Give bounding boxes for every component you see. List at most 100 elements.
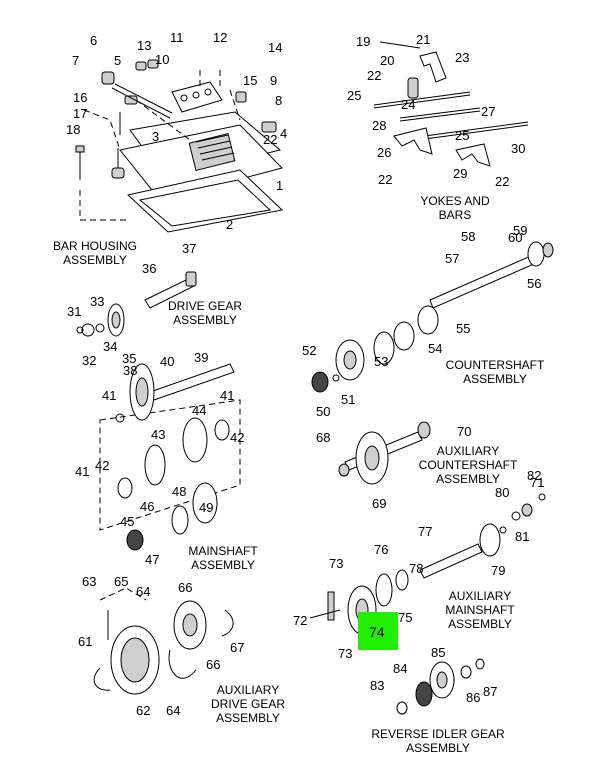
callout-61[interactable]: 61 (78, 634, 92, 649)
callout-57[interactable]: 57 (445, 251, 459, 266)
callout-27[interactable]: 27 (481, 104, 495, 119)
callout-33[interactable]: 33 (90, 294, 104, 309)
callout-36[interactable]: 36 (142, 261, 156, 276)
callout-35[interactable]: 35 (122, 351, 136, 366)
callout-64[interactable]: 64 (166, 703, 180, 718)
callout-56[interactable]: 56 (527, 276, 541, 291)
callout-41[interactable]: 41 (220, 388, 234, 403)
callout-85[interactable]: 85 (431, 645, 445, 660)
callout-45[interactable]: 45 (120, 514, 134, 529)
callout-24[interactable]: 24 (401, 97, 415, 112)
callout-52[interactable]: 52 (302, 343, 316, 358)
interlock-plate (171, 81, 223, 113)
callout-9[interactable]: 9 (270, 73, 277, 88)
callout-77[interactable]: 77 (418, 524, 432, 539)
callout-76[interactable]: 76 (374, 542, 388, 557)
callout-40[interactable]: 40 (160, 354, 174, 369)
callout-62[interactable]: 62 (136, 703, 150, 718)
callout-38[interactable]: 38 (123, 363, 137, 378)
callout-63[interactable]: 63 (82, 574, 96, 589)
callout-4[interactable]: 4 (280, 126, 287, 141)
callout-12[interactable]: 12 (213, 30, 227, 45)
callout-6[interactable]: 6 (90, 33, 97, 48)
callout-26[interactable]: 26 (377, 145, 391, 160)
callout-16[interactable]: 16 (73, 90, 87, 105)
callout-72[interactable]: 72 (293, 613, 307, 628)
callout-87[interactable]: 87 (483, 684, 497, 699)
callout-25[interactable]: 25 (347, 88, 361, 103)
callout-10[interactable]: 10 (155, 52, 169, 67)
callout-50[interactable]: 50 (316, 404, 330, 419)
mainshaft-assembly (99, 363, 241, 551)
callout-73[interactable]: 73 (329, 556, 343, 571)
callout-28[interactable]: 28 (372, 118, 386, 133)
callout-23[interactable]: 23 (455, 50, 469, 65)
callout-39[interactable]: 39 (194, 350, 208, 365)
callout-29[interactable]: 29 (453, 166, 467, 181)
callout-5[interactable]: 5 (114, 53, 121, 68)
callout-68[interactable]: 68 (316, 430, 330, 445)
callout-84[interactable]: 84 (393, 661, 407, 676)
callout-11[interactable]: 11 (170, 30, 184, 45)
callout-71[interactable]: 71 (530, 475, 544, 490)
callout-54[interactable]: 54 (428, 341, 442, 356)
callout-82[interactable]: 82 (527, 468, 541, 483)
callout-2[interactable]: 2 (226, 217, 233, 232)
callout-32[interactable]: 32 (82, 353, 96, 368)
callout-70[interactable]: 70 (457, 424, 471, 439)
callout-31[interactable]: 31 (67, 304, 81, 319)
callout-22[interactable]: 22 (378, 172, 392, 187)
callout-42[interactable]: 42 (230, 430, 244, 445)
callout-22[interactable]: 22 (495, 174, 509, 189)
callout-42[interactable]: 42 (95, 458, 109, 473)
callout-34[interactable]: 34 (103, 339, 117, 354)
callout-73[interactable]: 73 (338, 646, 352, 661)
callout-19[interactable]: 19 (356, 34, 370, 49)
callout-7[interactable]: 7 (72, 53, 79, 68)
callout-20[interactable]: 20 (380, 53, 394, 68)
callout-78[interactable]: 78 (409, 561, 423, 576)
callout-30[interactable]: 30 (511, 141, 525, 156)
callout-25[interactable]: 25 (455, 128, 469, 143)
callout-58[interactable]: 58 (461, 229, 475, 244)
callout-53[interactable]: 53 (374, 354, 388, 369)
callout-22[interactable]: 22 (263, 132, 277, 147)
callout-59[interactable]: 59 (513, 223, 527, 238)
callout-67[interactable]: 67 (230, 640, 244, 655)
callout-69[interactable]: 69 (372, 496, 386, 511)
callout-44[interactable]: 44 (192, 403, 206, 418)
callout-46[interactable]: 46 (140, 499, 154, 514)
callout-55[interactable]: 55 (456, 321, 470, 336)
highlighted-part-box[interactable] (358, 612, 398, 650)
callout-79[interactable]: 79 (491, 563, 505, 578)
callout-43[interactable]: 43 (151, 427, 165, 442)
callout-81[interactable]: 81 (515, 529, 529, 544)
callout-60[interactable]: 60 (508, 230, 522, 245)
callout-75[interactable]: 75 (398, 610, 412, 625)
callout-51[interactable]: 51 (341, 392, 355, 407)
callout-17[interactable]: 17 (73, 106, 87, 121)
callout-13[interactable]: 13 (137, 38, 151, 53)
callout-66[interactable]: 66 (178, 580, 192, 595)
callout-48[interactable]: 48 (172, 484, 186, 499)
callout-47[interactable]: 47 (145, 552, 159, 567)
callout-83[interactable]: 83 (370, 678, 384, 693)
callout-3[interactable]: 3 (152, 129, 159, 144)
callout-66[interactable]: 66 (206, 657, 220, 672)
callout-86[interactable]: 86 (466, 690, 480, 705)
callout-41[interactable]: 41 (102, 388, 116, 403)
callout-65[interactable]: 65 (114, 574, 128, 589)
callout-21[interactable]: 21 (416, 32, 430, 47)
callout-18[interactable]: 18 (66, 122, 80, 137)
callout-8[interactable]: 8 (275, 93, 282, 108)
callout-22[interactable]: 22 (367, 68, 381, 83)
callout-14[interactable]: 14 (268, 40, 282, 55)
callout-64[interactable]: 64 (136, 584, 150, 599)
callout-1[interactable]: 1 (276, 178, 283, 193)
callout-49[interactable]: 49 (199, 500, 213, 515)
callout-15[interactable]: 15 (243, 73, 257, 88)
callout-41[interactable]: 41 (75, 464, 89, 479)
callout-80[interactable]: 80 (495, 485, 509, 500)
callout-37[interactable]: 37 (182, 241, 196, 256)
